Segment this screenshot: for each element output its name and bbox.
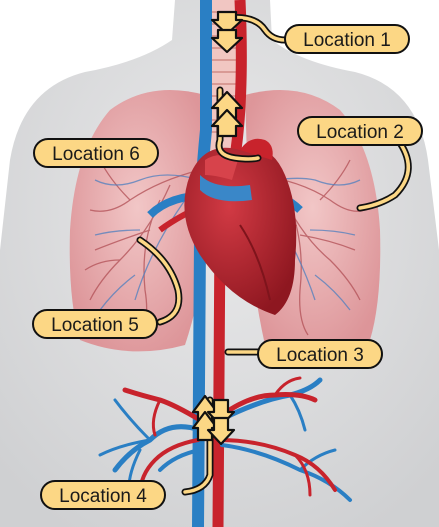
location-5-label: Location 5: [32, 309, 158, 339]
location-1-label: Location 1: [284, 24, 410, 54]
location-3-label: Location 3: [257, 339, 383, 369]
location-4-label: Location 4: [40, 480, 166, 510]
location-6-label: Location 6: [33, 138, 159, 168]
location-2-label: Location 2: [297, 116, 423, 146]
